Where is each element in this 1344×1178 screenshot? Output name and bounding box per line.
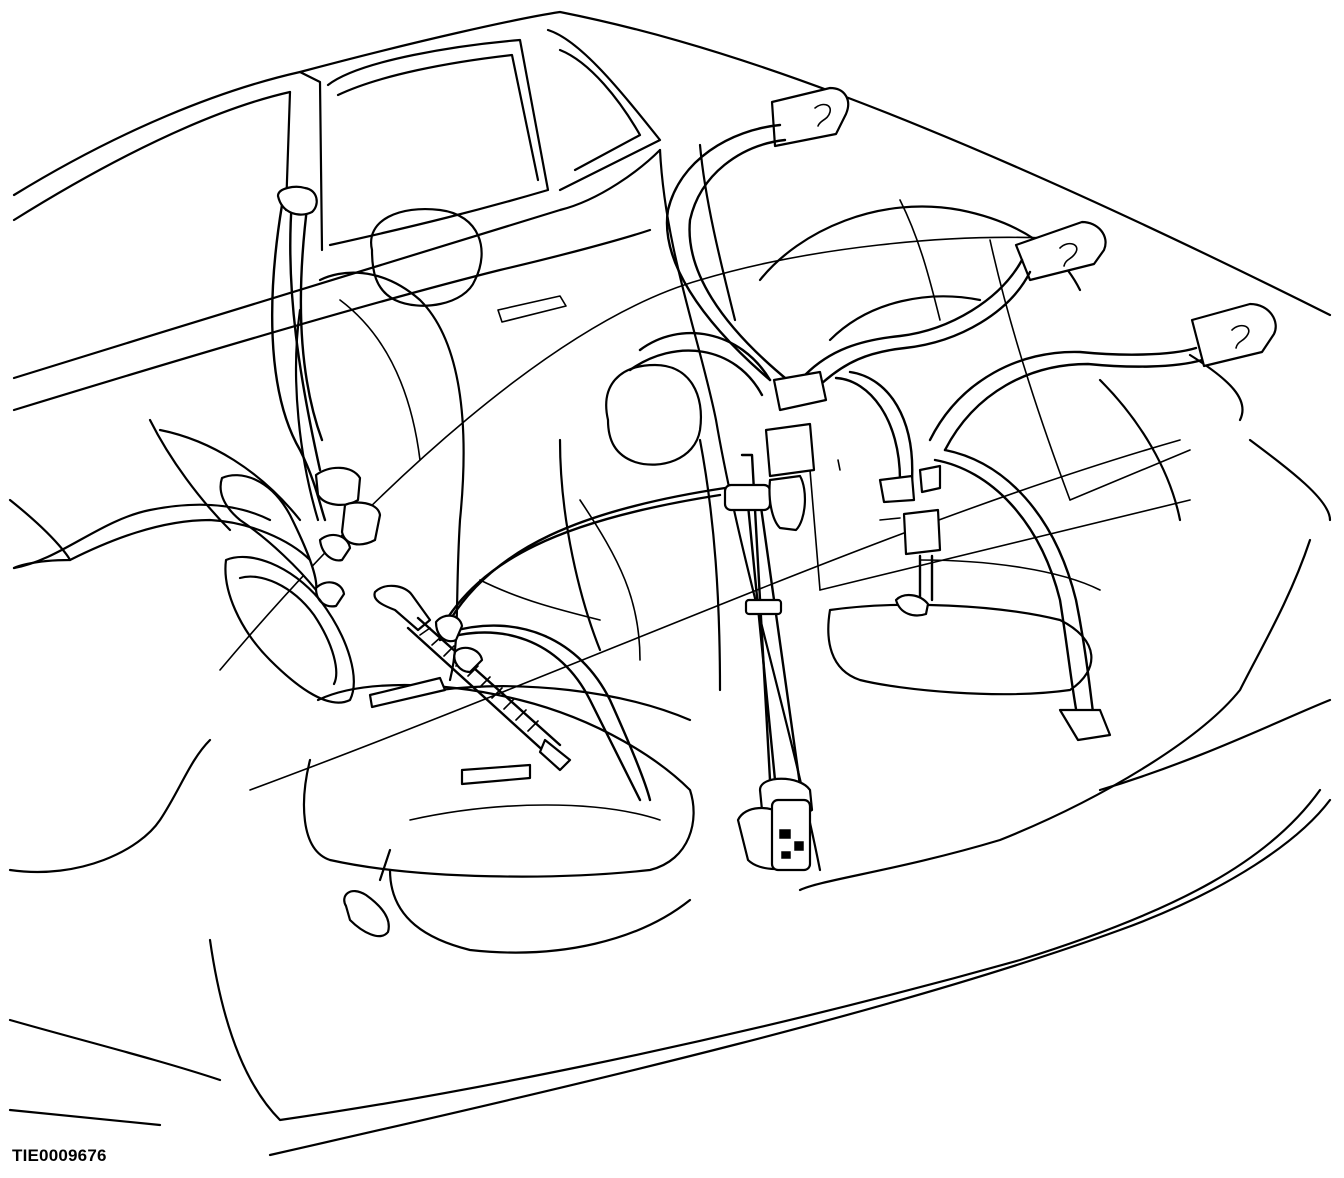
front-seat-icon [294, 208, 695, 954]
front-seat-belt-retractor-icon [219, 185, 382, 592]
rear-floor-anchor-icon [837, 459, 930, 617]
car-body-outline-icon [8, 10, 1332, 1157]
rear-shelf-retractor-icon [628, 86, 1277, 742]
rear-buckle-icon [764, 370, 942, 602]
front-seat-center-icon [438, 363, 722, 722]
dashboard-icon [12, 418, 355, 704]
rear-seat-icon [758, 199, 1182, 696]
figure-id-label: TIE0009676 [12, 1146, 107, 1165]
front-seat-belt-anchor-icon [314, 486, 727, 802]
